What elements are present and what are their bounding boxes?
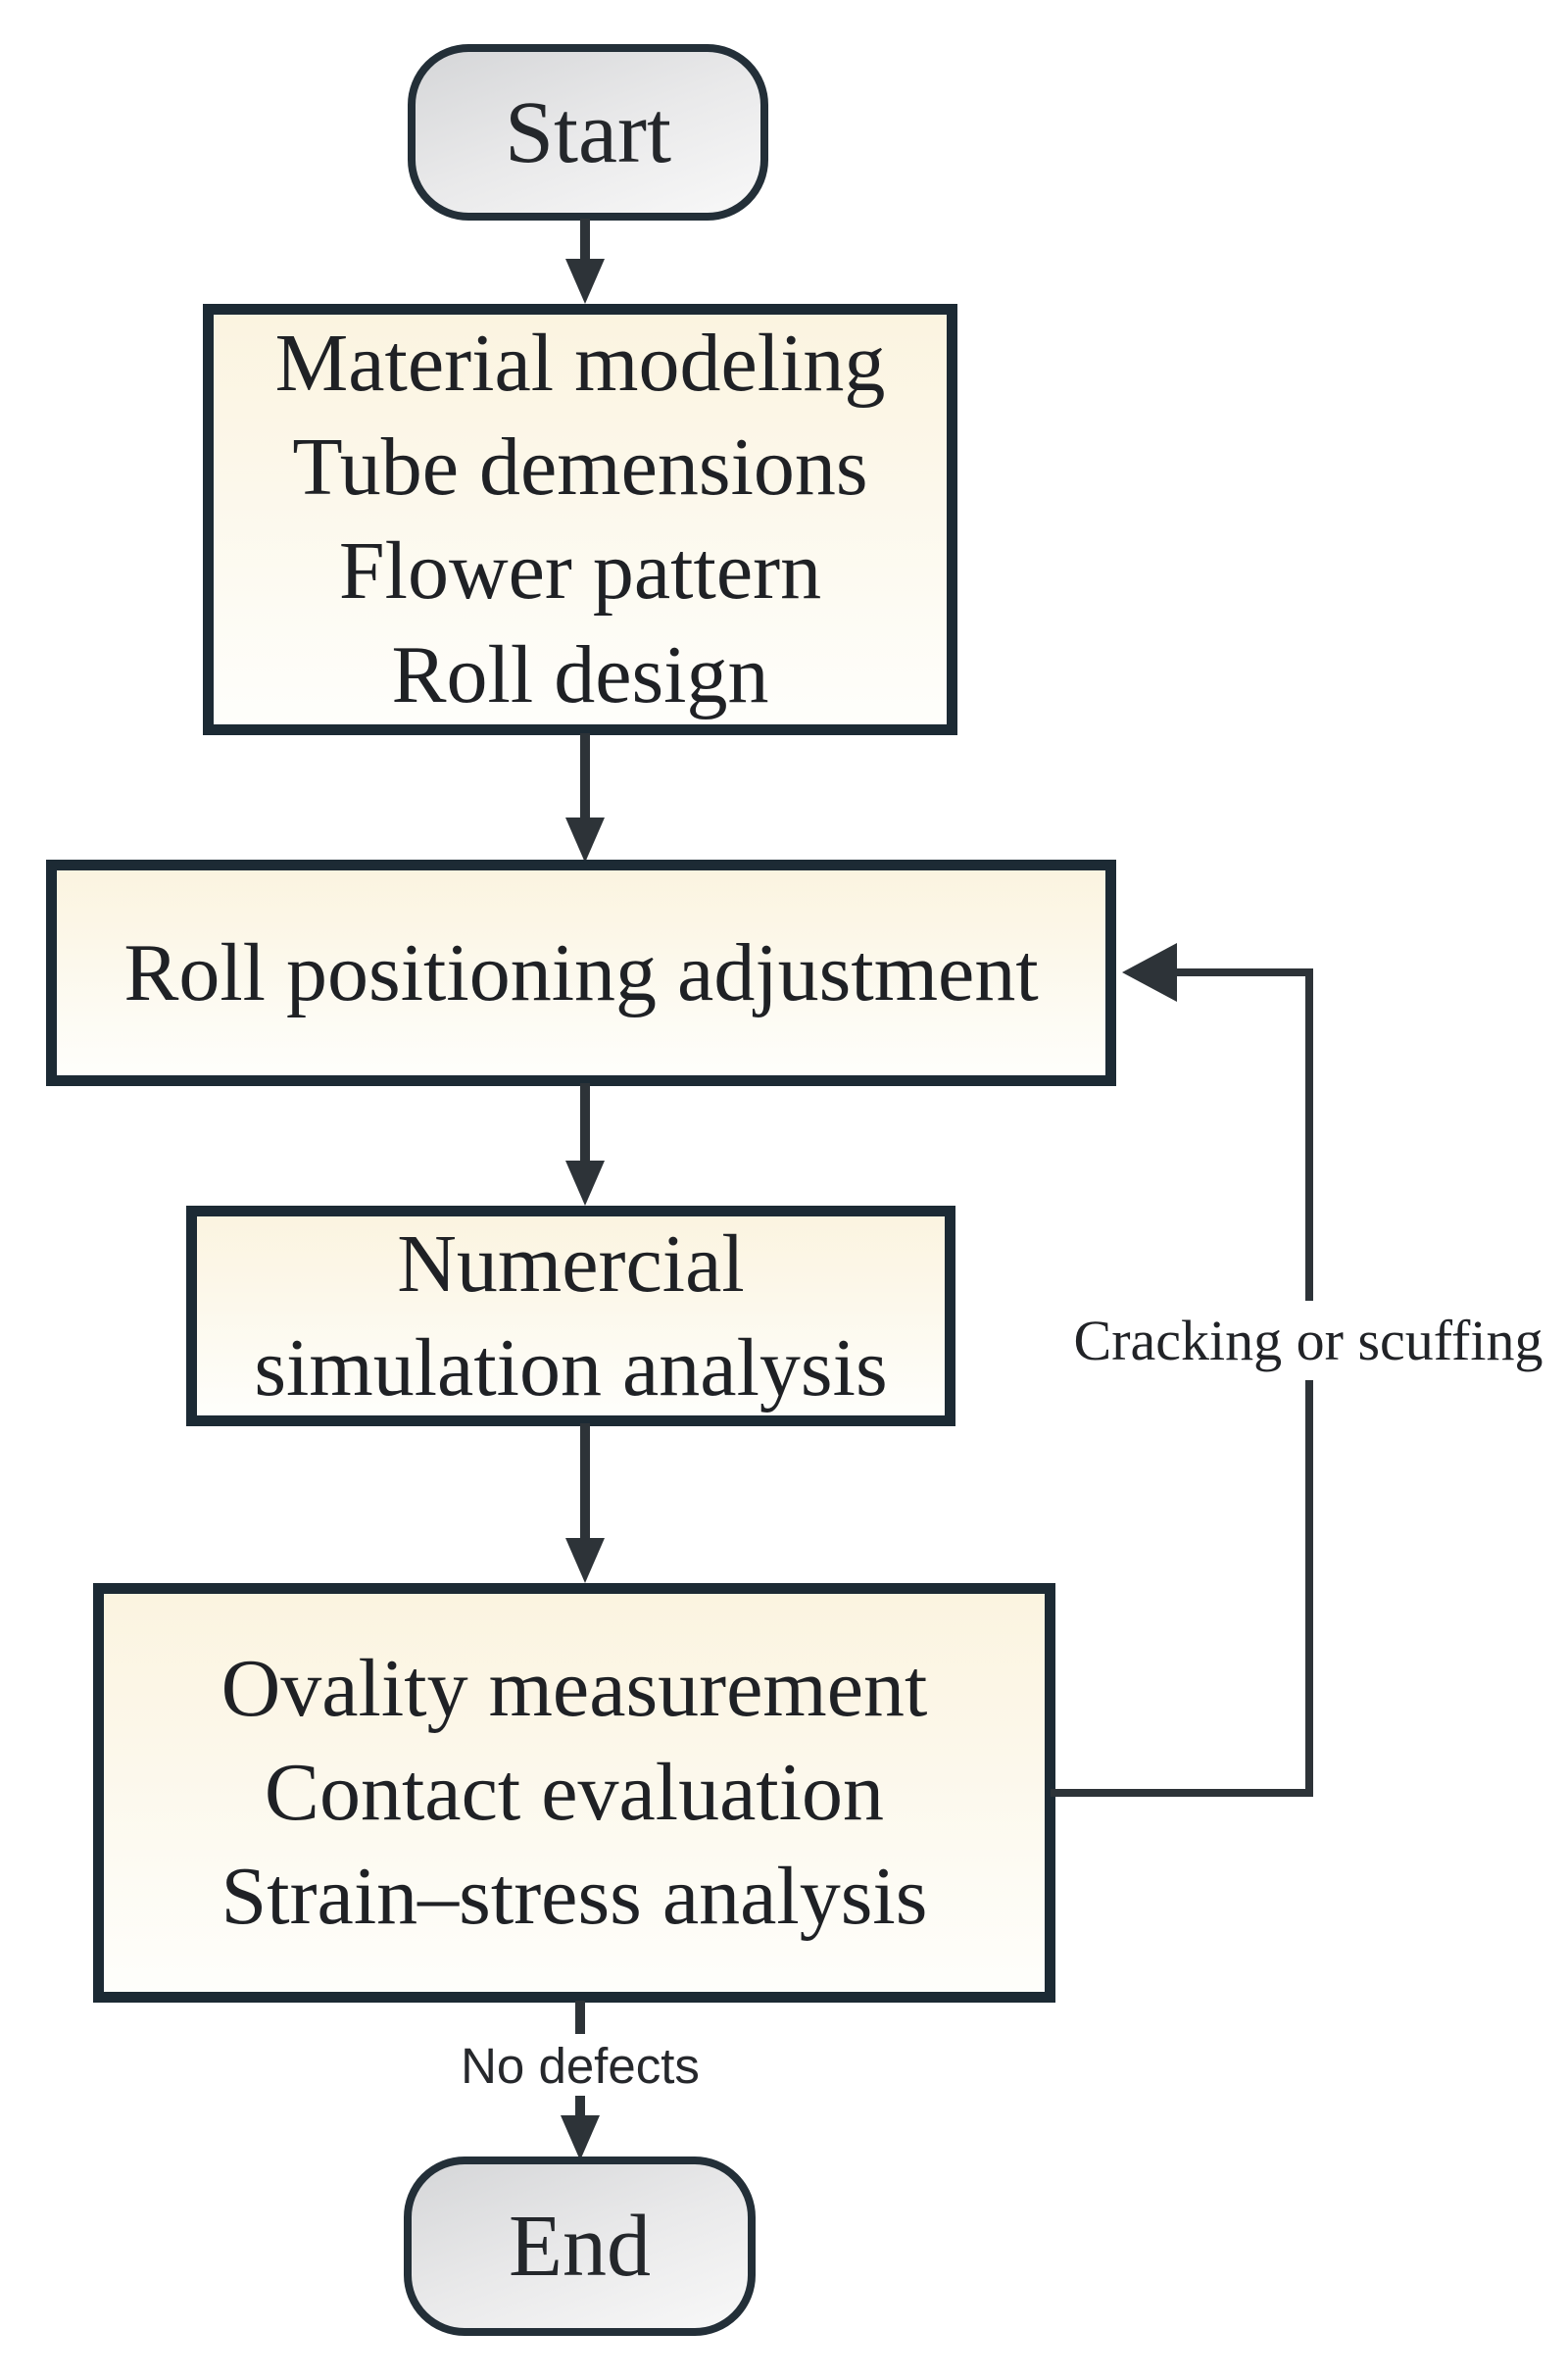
end-label: End	[509, 2198, 651, 2295]
arrow-simulation-to-evaluation-head	[565, 1538, 605, 1583]
arrow-simulation-to-evaluation-shaft	[580, 1423, 590, 1542]
roll-positioning-label: Roll positioning adjustment	[123, 926, 1039, 1018]
simulation-analysis-line: simulation analysis	[254, 1321, 888, 1413]
arrow-evaluation-to-end-shaft-lower	[575, 2096, 585, 2119]
arrow-start-to-inputs-head	[565, 259, 605, 304]
material-modeling-box: Material modeling Tube demensions Flower…	[203, 304, 957, 735]
strain-stress-line: Strain–stress analysis	[220, 1851, 928, 1942]
roll-positioning-box: Roll positioning adjustment	[46, 860, 1116, 1086]
contact-evaluation-line: Contact evaluation	[264, 1747, 885, 1838]
arrow-evaluation-to-end-head	[561, 2115, 600, 2160]
start-label: Start	[505, 83, 671, 181]
arrow-inputs-to-positioning-head	[565, 818, 605, 863]
no-defects-label: No defects	[461, 2038, 700, 2094]
feedback-top-segment	[1171, 968, 1313, 976]
feedback-vertical-segment	[1305, 968, 1313, 1797]
arrow-start-to-inputs-shaft	[580, 219, 590, 263]
cracking-or-scuffing-label: Cracking or scuffing	[1063, 1301, 1553, 1380]
feedback-arrowhead	[1122, 943, 1177, 1002]
flower-pattern-line: Flower pattern	[338, 525, 822, 617]
arrow-inputs-to-positioning-shaft	[580, 733, 590, 823]
material-modeling-line: Material modeling	[274, 318, 886, 409]
arrow-positioning-to-simulation-head	[565, 1161, 605, 1206]
evaluation-box: Ovality measurement Contact evaluation S…	[93, 1583, 1055, 2003]
roll-design-line: Roll design	[391, 629, 769, 720]
feedback-bottom-segment	[1051, 1789, 1313, 1797]
tube-dimensions-line: Tube demensions	[292, 421, 868, 513]
numerical-line: Numercial	[397, 1217, 745, 1310]
numerical-simulation-box: Numercial simulation analysis	[186, 1206, 955, 1426]
start-node: Start	[408, 44, 768, 221]
ovality-measurement-line: Ovality measurement	[220, 1643, 928, 1734]
end-node: End	[404, 2157, 756, 2336]
arrow-evaluation-to-end-shaft-upper	[575, 2001, 585, 2034]
arrow-positioning-to-simulation-shaft	[580, 1083, 590, 1165]
